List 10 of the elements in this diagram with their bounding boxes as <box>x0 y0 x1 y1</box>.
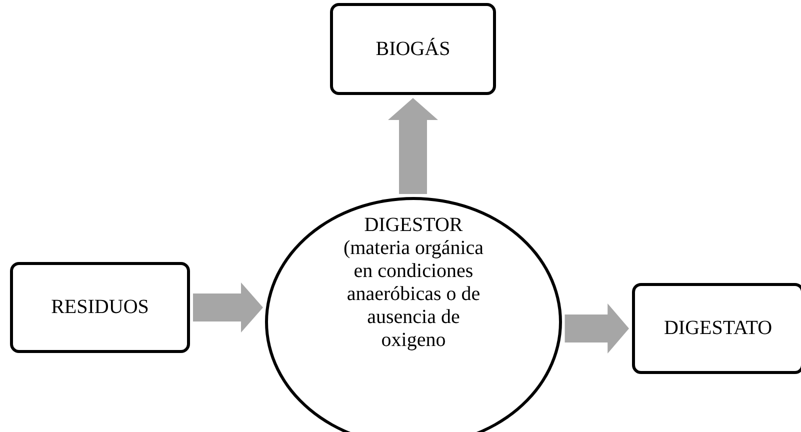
process-box <box>330 3 496 95</box>
block-arrow <box>564 304 629 354</box>
node-label: DIGESTOR (materia orgánica en condiciones anaeróbicas o de ausencia de oxigeno <box>342 214 485 352</box>
process-box <box>632 283 801 374</box>
block-arrow <box>193 282 263 332</box>
process-box <box>10 262 190 353</box>
block-arrow <box>388 98 438 194</box>
node-label: RESIDUOS <box>51 296 149 319</box>
node-label: DIGESTATO <box>662 317 774 340</box>
node-label: BIOGÁS <box>376 38 450 60</box>
